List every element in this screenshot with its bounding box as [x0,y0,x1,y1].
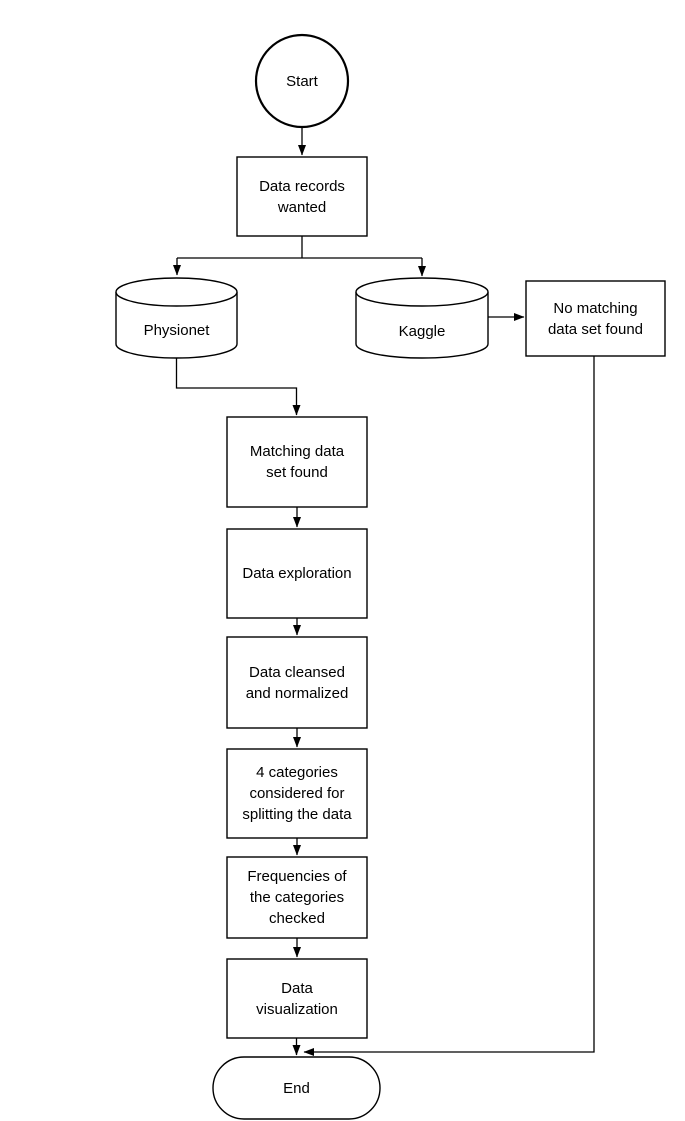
edge-no-matching-to-end [303,356,595,1056]
kaggle-cylinder-top [355,277,489,307]
end-node-shape [212,1056,381,1120]
kaggle-cylinder-body [355,292,489,359]
no-matching-node-shape [525,280,666,357]
start-node-shape [254,33,350,129]
node-layer [115,33,666,1120]
physionet-cylinder-body [115,292,238,359]
categories-node-shape [226,748,368,839]
edge-branch-line [177,236,422,259]
data-records-node-shape [236,156,368,237]
visualization-node-shape [226,958,368,1039]
matching-node-shape [226,416,368,508]
edge-physionet-to-matching [175,358,301,416]
exploration-node-shape [226,528,368,619]
frequencies-node-shape [226,856,368,939]
edge-layer [173,127,595,1056]
physionet-cylinder-top [115,277,238,307]
cleansed-node-shape [226,636,368,729]
